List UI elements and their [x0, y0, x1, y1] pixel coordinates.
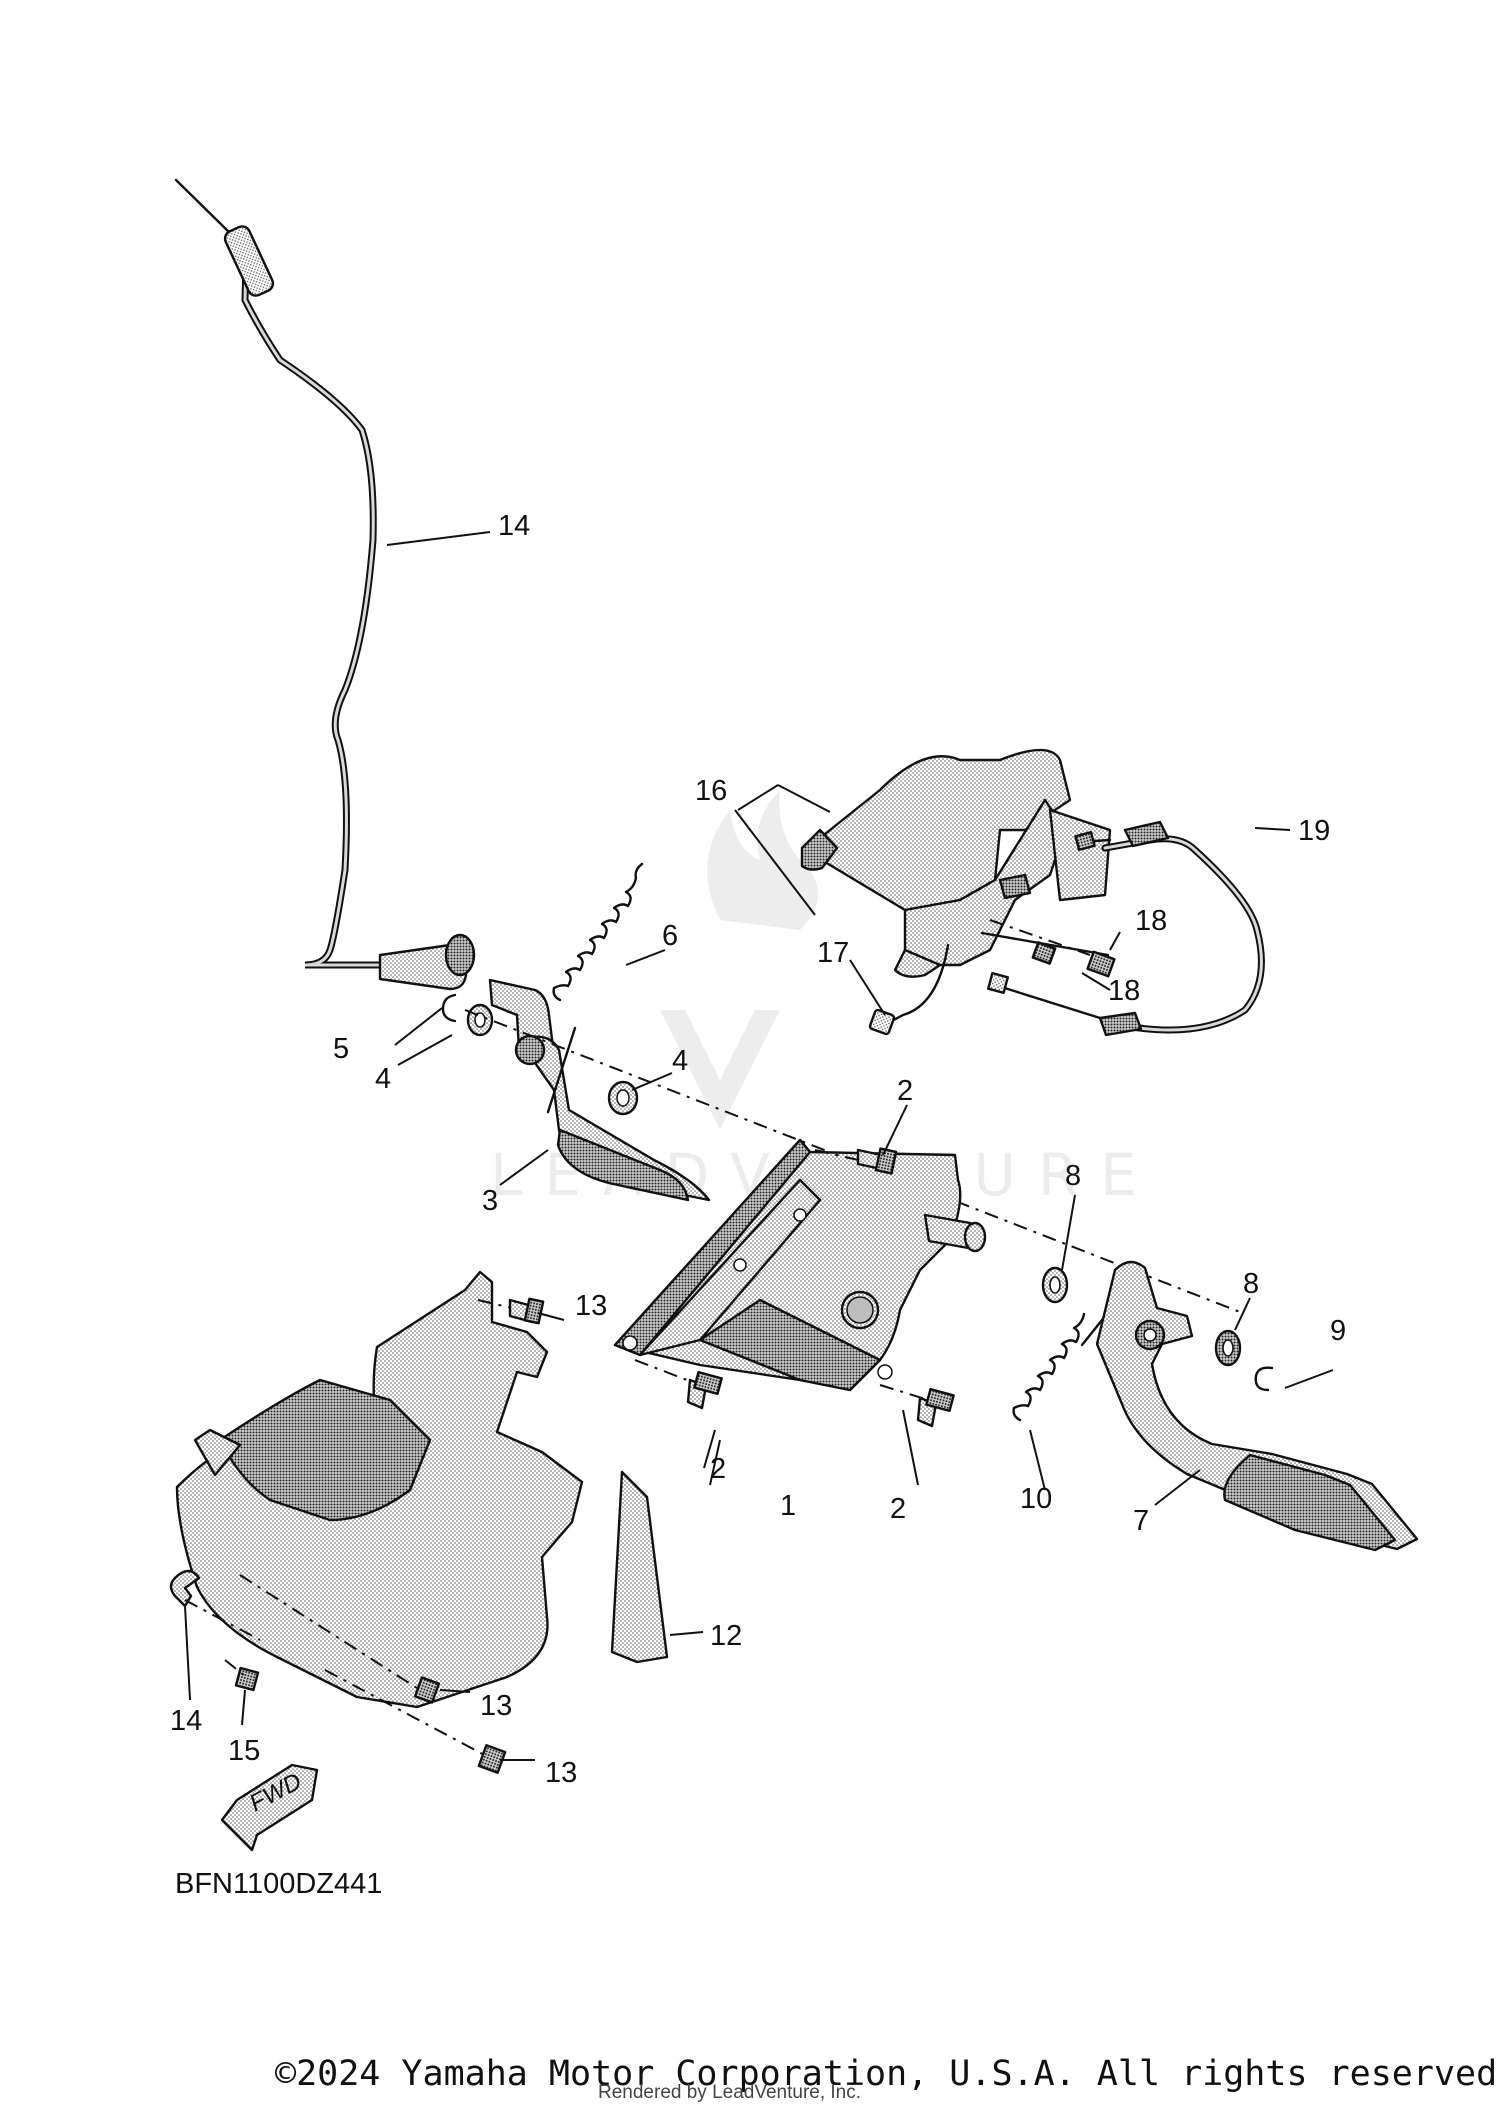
callout-7: 7: [1133, 1505, 1149, 1537]
callout-1: 1: [780, 1490, 796, 1522]
screws-18: [989, 919, 1116, 978]
callout-4-right: 4: [672, 1045, 688, 1077]
cable-11: [174, 178, 476, 991]
callout-8-left: 8: [1065, 1160, 1081, 1192]
fwd-arrow: FWD: [220, 1763, 319, 1852]
callout-18-lower: 18: [1108, 975, 1140, 1007]
copyright-notice: ©2024 Yamaha Motor Corporation, U.S.A. A…: [275, 2054, 1500, 2094]
callout-3: 3: [482, 1185, 498, 1217]
callout-13-lower: 13: [545, 1757, 577, 1789]
leader-lines: [184, 531, 1334, 1761]
callout-15: 15: [228, 1735, 260, 1767]
callout-10: 10: [1020, 1483, 1052, 1515]
arm-3: [488, 978, 711, 1202]
washer-4-left: [466, 1003, 494, 1037]
callout-labels: 14 16 19 18 18 17 6 5 4 4 3 2 8 8 9 13 2…: [170, 510, 1346, 1789]
callout-16: 16: [695, 775, 727, 807]
guard-12: [175, 1270, 669, 1709]
washer-5: [441, 993, 457, 1023]
bolt-13-upper: [477, 1297, 545, 1325]
callout-17: 17: [817, 937, 849, 969]
screw-15: [224, 1659, 260, 1692]
callout-2-upper: 2: [897, 1075, 913, 1107]
callout-9: 9: [1330, 1315, 1346, 1347]
callout-18-upper: 18: [1135, 905, 1167, 937]
bolt-2-lower-left: [634, 1359, 723, 1410]
callout-8-right: 8: [1243, 1268, 1259, 1300]
clip-9: [1254, 1366, 1274, 1392]
bolt-2-lower-right: [879, 1384, 955, 1428]
callout-13-upper: 13: [575, 1290, 607, 1322]
callout-2-lower-left: 2: [710, 1453, 726, 1485]
callout-4-left: 4: [375, 1063, 391, 1095]
callout-14: 14: [170, 1705, 202, 1737]
washer-8-left: [1041, 1266, 1069, 1304]
bolt-13-middle: [239, 1574, 441, 1704]
pedal-7: [1095, 1260, 1419, 1552]
bolt-2-upper: [814, 1147, 898, 1175]
bracket-1: [613, 1138, 987, 1392]
washer-8-right: [1214, 1329, 1242, 1367]
spring-6: [552, 862, 644, 1002]
callout-19: 19: [1298, 815, 1330, 847]
callout-13-middle: 13: [480, 1690, 512, 1722]
callout-6: 6: [662, 920, 678, 952]
clip-14: [169, 1569, 261, 1641]
diagram-code: BFN1100DZ441: [175, 1868, 382, 1900]
callout-5: 5: [333, 1033, 349, 1065]
washer-4-right: [607, 1080, 639, 1116]
cable-19: [987, 820, 1265, 1037]
callout-11: 14: [498, 510, 530, 542]
bolt-13-lower: [324, 1669, 507, 1774]
callout-2-lower-right: 2: [890, 1493, 906, 1525]
callout-12: 12: [710, 1620, 742, 1652]
rendered-by-credit: Rendered by LeadVenture, Inc.: [598, 2082, 861, 2103]
bracket-16: [800, 748, 1112, 1036]
